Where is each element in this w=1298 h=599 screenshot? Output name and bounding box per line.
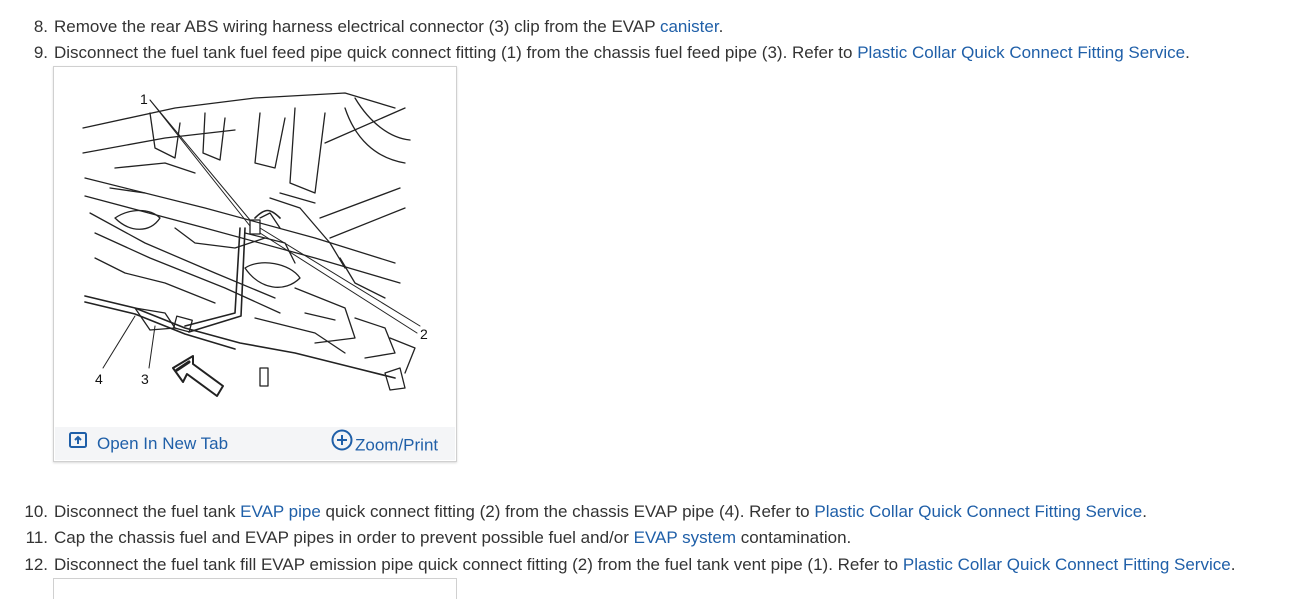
step-text-end: .: [718, 17, 724, 36]
step-text-middle: quick connect fitting (2) from the chass…: [320, 502, 815, 521]
callout-3: 3: [141, 371, 149, 387]
step-text: Disconnect the fuel tank: [54, 502, 241, 521]
step-number: 11.: [25, 528, 48, 547]
step-text-end: .: [1142, 502, 1147, 521]
step-9: 9. Disconnect the fuel tank fuel feed pip…: [0, 41, 1190, 65]
callout-4: 4: [95, 371, 103, 387]
figure-container: 1 2 3 4 Open In New Tab Zoom/Print: [53, 66, 457, 462]
step-number: 12.: [24, 555, 48, 574]
open-in-new-tab-button[interactable]: Open In New Tab: [69, 431, 228, 457]
illustration-drawing: 1 2 3 4: [82, 91, 428, 397]
step-12: 12. Disconnect the fuel tank fill EVAP em…: [0, 553, 1235, 577]
step-11: 11. Cap the chassis fuel and EVAP pipes i…: [0, 526, 852, 550]
evap-pipe-link[interactable]: EVAP pipe: [240, 502, 321, 521]
open-in-new-tab-label: Open In New Tab: [97, 434, 229, 453]
quick-connect-service-link[interactable]: Plastic Collar Quick Connect Fitting Ser…: [814, 502, 1143, 521]
step-text-end: .: [1185, 43, 1190, 62]
step-text: Disconnect the fuel tank fill EVAP emiss…: [54, 555, 903, 574]
callout-2: 2: [420, 326, 428, 342]
callout-1: 1: [140, 91, 148, 107]
figure-toolbar: Open In New Tab Zoom/Print: [55, 427, 455, 460]
step-number: 10.: [24, 502, 48, 521]
zoom-print-label: Zoom/Print: [355, 435, 439, 455]
zoom-print-button[interactable]: Zoom/Print: [331, 429, 439, 459]
fuel-pipe-illustration[interactable]: 1 2 3 4: [55, 68, 455, 426]
step-number: 8.: [33, 17, 48, 36]
open-new-tab-icon: [69, 430, 87, 456]
quick-connect-service-link[interactable]: Plastic Collar Quick Connect Fitting Ser…: [902, 555, 1231, 574]
step-8: 8. Remove the rear ABS wiring harness ele…: [0, 15, 723, 39]
step-text-end: .: [1230, 555, 1236, 574]
quick-connect-service-link[interactable]: Plastic Collar Quick Connect Fitting Ser…: [857, 43, 1186, 62]
zoom-plus-icon: [331, 429, 353, 459]
canister-link[interactable]: canister: [659, 17, 719, 36]
evap-system-link[interactable]: EVAP system: [633, 528, 736, 547]
step-text: Disconnect the fuel tank fuel feed pipe …: [54, 43, 858, 62]
step-text-end: contamination.: [735, 528, 852, 547]
next-figure-container: [53, 578, 457, 599]
step-text: Cap the chassis fuel and EVAP pipes in o…: [54, 528, 634, 547]
step-number: 9.: [33, 43, 48, 62]
step-text: Remove the rear ABS wiring harness elect…: [54, 17, 660, 36]
step-10: 10. Disconnect the fuel tank EVAP pipe qu…: [0, 500, 1147, 524]
